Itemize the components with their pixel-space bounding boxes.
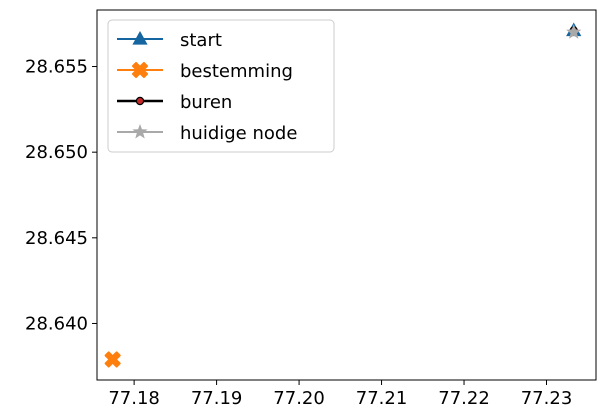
x-tick-label-1: 77.19 xyxy=(191,388,243,409)
x-tick-label-0: 77.18 xyxy=(108,388,160,409)
legend-label-huidige-node: huidige node xyxy=(180,123,297,144)
legend-marker-buren xyxy=(135,96,145,106)
y-tick-label-3: 28.655 xyxy=(25,57,88,78)
legend-label-start: start xyxy=(180,30,222,51)
legend-marker-bestemming xyxy=(131,61,149,79)
point-huidige-node-0 xyxy=(566,24,582,39)
point-bestemming-0 xyxy=(104,351,121,368)
legend-marker-bestemming-bar-b xyxy=(131,61,149,79)
legend-box xyxy=(107,19,335,153)
y-tick-label-2: 28.650 xyxy=(25,142,88,163)
x-axis: 77.18 77.19 77.20 77.21 77.22 77.23 xyxy=(108,380,572,409)
legend-marker-start xyxy=(132,31,148,45)
y-tick-label-0: 28.640 xyxy=(25,313,88,334)
x-tick-label-4: 77.22 xyxy=(438,388,490,409)
data-marks xyxy=(104,22,582,368)
legend-marker-huidige-node xyxy=(132,124,148,139)
x-tick-label-3: 77.21 xyxy=(356,388,408,409)
y-tick-label-1: 28.645 xyxy=(25,228,88,249)
y-axis: 28.640 28.645 28.650 28.655 xyxy=(25,57,97,334)
legend-label-buren: buren xyxy=(180,92,232,113)
x-tick-label-2: 77.20 xyxy=(273,388,325,409)
point-bestemming-0-bar-b xyxy=(104,351,121,368)
x-tick-label-5: 77.23 xyxy=(521,388,573,409)
legend-label-bestemming: bestemming xyxy=(180,61,293,82)
plot-area-frame xyxy=(96,9,597,381)
legend: start bestemming buren huidige node xyxy=(107,19,335,153)
